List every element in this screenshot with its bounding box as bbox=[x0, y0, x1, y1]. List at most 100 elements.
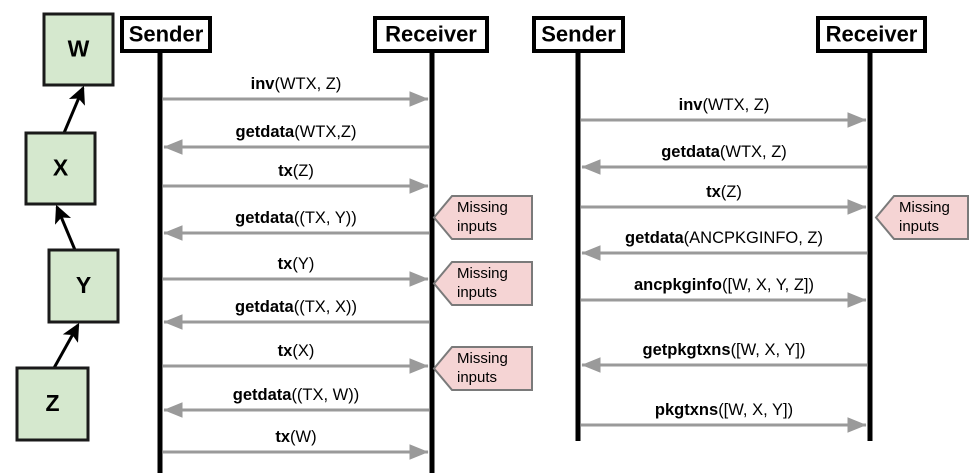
message-tx-2[interactable]: tx(Z) bbox=[581, 183, 867, 215]
message-args: (WTX, Z) bbox=[274, 75, 341, 93]
message-label: tx(Z) bbox=[706, 183, 742, 201]
message-args: (Z) bbox=[721, 183, 742, 201]
note-callout-shape bbox=[432, 195, 533, 240]
actor-label-receiver: Receiver bbox=[385, 21, 477, 46]
message-label: tx(Z) bbox=[278, 162, 314, 180]
tx-node-label: Z bbox=[45, 390, 59, 416]
message-label: tx(W) bbox=[275, 428, 316, 446]
message-label: inv(WTX, Z) bbox=[679, 96, 770, 114]
message-command: getdata bbox=[661, 143, 721, 161]
actor-label-sender: Sender bbox=[129, 21, 204, 46]
message-command: inv bbox=[251, 75, 276, 93]
note-line-1: Missing bbox=[457, 199, 508, 216]
actor-receiver[interactable]: Receiver bbox=[816, 16, 927, 441]
message-command: pkgtxns bbox=[655, 401, 718, 419]
tx-node-w: W bbox=[42, 12, 115, 87]
message-label: getdata(WTX, Z) bbox=[661, 143, 787, 161]
message-getdata-1[interactable]: getdata(WTX, Z) bbox=[581, 143, 867, 175]
note-line-1: Missing bbox=[457, 265, 508, 282]
tx-node-y: Y bbox=[47, 248, 120, 324]
actor-label-sender: Sender bbox=[541, 21, 616, 46]
note-line-2: inputs bbox=[457, 369, 497, 386]
message-getdata-3[interactable]: getdata(ANCPKGINFO, Z) bbox=[581, 229, 867, 261]
tx-node-label: X bbox=[53, 155, 69, 181]
message-command: getdata bbox=[233, 386, 293, 404]
message-command: tx bbox=[278, 162, 293, 180]
message-ancpkginfo-4[interactable]: ancpkginfo([W, X, Y, Z]) bbox=[581, 276, 867, 308]
message-inv-0[interactable]: inv(WTX, Z) bbox=[581, 96, 867, 128]
message-label: getdata((TX, X)) bbox=[235, 298, 357, 316]
message-args: ((TX, Y)) bbox=[294, 209, 357, 227]
message-label: getdata(ANCPKGINFO, Z) bbox=[625, 229, 823, 247]
actor-box-receiver[interactable] bbox=[373, 16, 489, 53]
message-args: (WTX,Z) bbox=[294, 123, 356, 141]
message-args: ((TX, W)) bbox=[291, 386, 359, 404]
message-getdata-5[interactable]: getdata((TX, X)) bbox=[163, 298, 429, 330]
message-command: getpkgtxns bbox=[643, 341, 731, 359]
transaction-dependency-graph: W X Y Z bbox=[15, 12, 120, 442]
message-command: inv bbox=[679, 96, 704, 114]
message-label: tx(X) bbox=[278, 342, 315, 360]
message-inv-0[interactable]: inv(WTX, Z) bbox=[163, 75, 429, 107]
actor-sender[interactable]: Sender bbox=[532, 16, 625, 441]
actor-label-receiver: Receiver bbox=[826, 21, 918, 46]
message-label: inv(WTX, Z) bbox=[251, 75, 342, 93]
message-label: getdata(WTX,Z) bbox=[236, 123, 357, 141]
message-args: (W) bbox=[290, 428, 317, 446]
actor-box-receiver[interactable] bbox=[816, 16, 927, 53]
dependency-arrow-x-to-w bbox=[62, 85, 85, 134]
message-args: ([W, X, Y, Z]) bbox=[722, 276, 814, 294]
message-label: tx(Y) bbox=[278, 255, 315, 273]
actor-sender[interactable]: Sender bbox=[120, 16, 212, 473]
message-args: (Y) bbox=[292, 255, 314, 273]
tx-node-z: Z bbox=[15, 366, 90, 442]
message-args: (WTX, Z) bbox=[702, 96, 769, 114]
tx-node-x: X bbox=[24, 131, 97, 206]
message-command: tx bbox=[275, 428, 290, 446]
message-command: getdata bbox=[235, 298, 295, 316]
message-tx-8[interactable]: tx(W) bbox=[163, 428, 429, 460]
note-callout-shape bbox=[432, 346, 533, 391]
message-label: getdata((TX, W)) bbox=[233, 386, 360, 404]
message-command: tx bbox=[278, 342, 293, 360]
note-callout-shape bbox=[432, 261, 533, 306]
message-command: getdata bbox=[625, 229, 685, 247]
message-args: (WTX, Z) bbox=[720, 143, 787, 161]
tx-node-label: Y bbox=[76, 272, 91, 298]
message-label: getpkgtxns([W, X, Y]) bbox=[643, 341, 806, 359]
note-callout-shape bbox=[874, 195, 969, 240]
message-getdata-7[interactable]: getdata((TX, W)) bbox=[163, 386, 429, 418]
message-args: (ANCPKGINFO, Z) bbox=[684, 229, 823, 247]
message-command: getdata bbox=[235, 209, 295, 227]
dependency-arrow-z-to-y bbox=[52, 322, 80, 369]
tx-node-box bbox=[15, 366, 90, 442]
tx-node-box bbox=[24, 131, 97, 206]
missing-inputs-note: Missing inputs bbox=[432, 195, 533, 240]
message-command: tx bbox=[278, 255, 293, 273]
message-label: ancpkginfo([W, X, Y, Z]) bbox=[634, 276, 814, 294]
note-line-2: inputs bbox=[457, 218, 497, 235]
message-getdata-3[interactable]: getdata((TX, Y)) bbox=[163, 209, 429, 241]
message-getdata-1[interactable]: getdata(WTX,Z) bbox=[163, 123, 429, 155]
message-pkgtxns-6[interactable]: pkgtxns([W, X, Y]) bbox=[581, 401, 867, 433]
tx-node-label: W bbox=[68, 36, 90, 62]
message-tx-2[interactable]: tx(Z) bbox=[163, 162, 429, 194]
message-command: ancpkginfo bbox=[634, 276, 722, 294]
missing-inputs-note: Missing inputs bbox=[432, 261, 533, 306]
message-getpkgtxns-5[interactable]: getpkgtxns([W, X, Y]) bbox=[581, 341, 867, 373]
message-args: ([W, X, Y]) bbox=[718, 401, 793, 419]
message-tx-4[interactable]: tx(Y) bbox=[163, 255, 429, 287]
note-line-1: Missing bbox=[899, 199, 950, 216]
actor-box-sender[interactable] bbox=[532, 16, 625, 53]
actor-box-sender[interactable] bbox=[120, 16, 212, 53]
message-label: getdata((TX, Y)) bbox=[235, 209, 357, 227]
message-command: tx bbox=[706, 183, 721, 201]
note-line-2: inputs bbox=[457, 284, 497, 301]
tx-node-box bbox=[47, 248, 120, 324]
message-tx-6[interactable]: tx(X) bbox=[163, 342, 429, 374]
message-command: getdata bbox=[236, 123, 296, 141]
actor-receiver[interactable]: Receiver bbox=[373, 16, 489, 473]
